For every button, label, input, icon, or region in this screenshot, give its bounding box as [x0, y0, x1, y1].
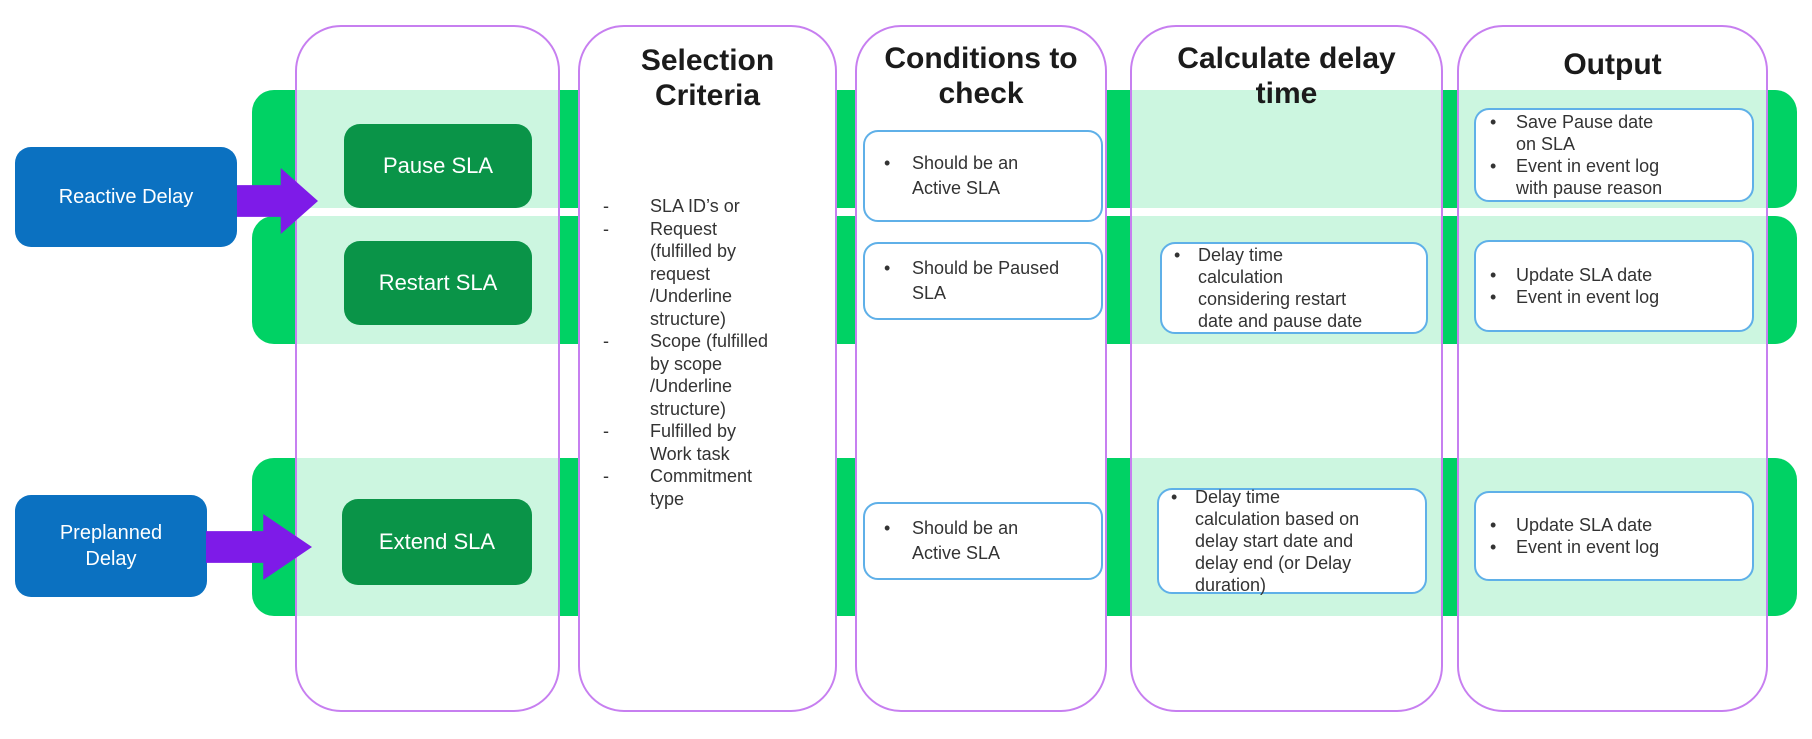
list-item: Should be an Active SLA — [865, 516, 1022, 566]
list-item: Should be an Active SLA — [865, 151, 1062, 201]
input-reactive-delay: Reactive Delay — [15, 147, 237, 247]
list-item: SLA ID’s or — [603, 195, 828, 218]
list-item: Scope (fulfilled by scope /Underline str… — [603, 330, 828, 420]
action-pause-sla: Pause SLA — [344, 124, 532, 208]
column-selection-criteria: Selection Criteria SLA ID’s or Request (… — [578, 25, 837, 712]
action-extend-sla: Extend SLA — [342, 499, 532, 585]
list-item: Event in event log with pause reason — [1476, 155, 1676, 199]
list-item: Fulfilled by Work task — [603, 420, 828, 465]
list-item: Save Pause date on SLA — [1476, 111, 1676, 155]
list-item: Commitment type — [603, 465, 828, 510]
output-extend-box: Update SLA date Event in event log — [1474, 491, 1754, 581]
action-restart-sla-label: Restart SLA — [378, 270, 498, 295]
calculate-restart-box: Delay time calculation considering resta… — [1160, 242, 1428, 334]
conditions-title: Conditions to check — [884, 42, 1078, 111]
action-extend-sla-label: Extend SLA — [378, 529, 496, 554]
condition-restart-box: Should be Paused SLA — [863, 242, 1103, 320]
condition-pause-box: Should be an Active SLA — [863, 130, 1103, 222]
input-preplanned-delay-label: Preplanned Delay — [59, 522, 163, 570]
calculate-delay-title: Calculate delay time — [1177, 42, 1396, 111]
calculate-extend-box: Delay time calculation based on delay st… — [1157, 486, 1427, 596]
selection-criteria-title: Selection Criteria — [640, 44, 775, 113]
condition-extend-box: Should be an Active SLA — [863, 502, 1103, 580]
output-restart-box: Update SLA date Event in event log — [1474, 240, 1754, 332]
list-item: Update SLA date — [1476, 514, 1659, 536]
input-preplanned-delay: Preplanned Delay — [15, 495, 207, 597]
column-output: Output Save Pause date on SLA Event in e… — [1457, 25, 1768, 712]
list-item: Should be Paused SLA — [865, 256, 1062, 306]
list-item: Event in event log — [1476, 536, 1659, 558]
action-restart-sla: Restart SLA — [344, 241, 532, 325]
output-title: Output — [1563, 48, 1662, 81]
list-item: Delay time calculation based on delay st… — [1159, 486, 1367, 596]
list-item: Update SLA date — [1476, 264, 1659, 286]
column-conditions: Conditions to check Should be an Active … — [855, 25, 1107, 712]
list-item: Event in event log — [1476, 286, 1659, 308]
output-pause-box: Save Pause date on SLA Event in event lo… — [1474, 108, 1754, 202]
input-reactive-delay-label: Reactive Delay — [58, 186, 194, 208]
list-item: Delay time calculation considering resta… — [1162, 244, 1370, 332]
list-item: Request (fulfilled by request /Underline… — [603, 218, 828, 331]
selection-criteria-list: SLA ID’s or Request (fulfilled by reques… — [603, 195, 828, 510]
column-actions: Pause SLA Restart SLA Extend SLA — [295, 25, 560, 712]
column-calculate-delay: Calculate delay time Delay time calculat… — [1130, 25, 1443, 712]
action-pause-sla-label: Pause SLA — [382, 153, 494, 178]
